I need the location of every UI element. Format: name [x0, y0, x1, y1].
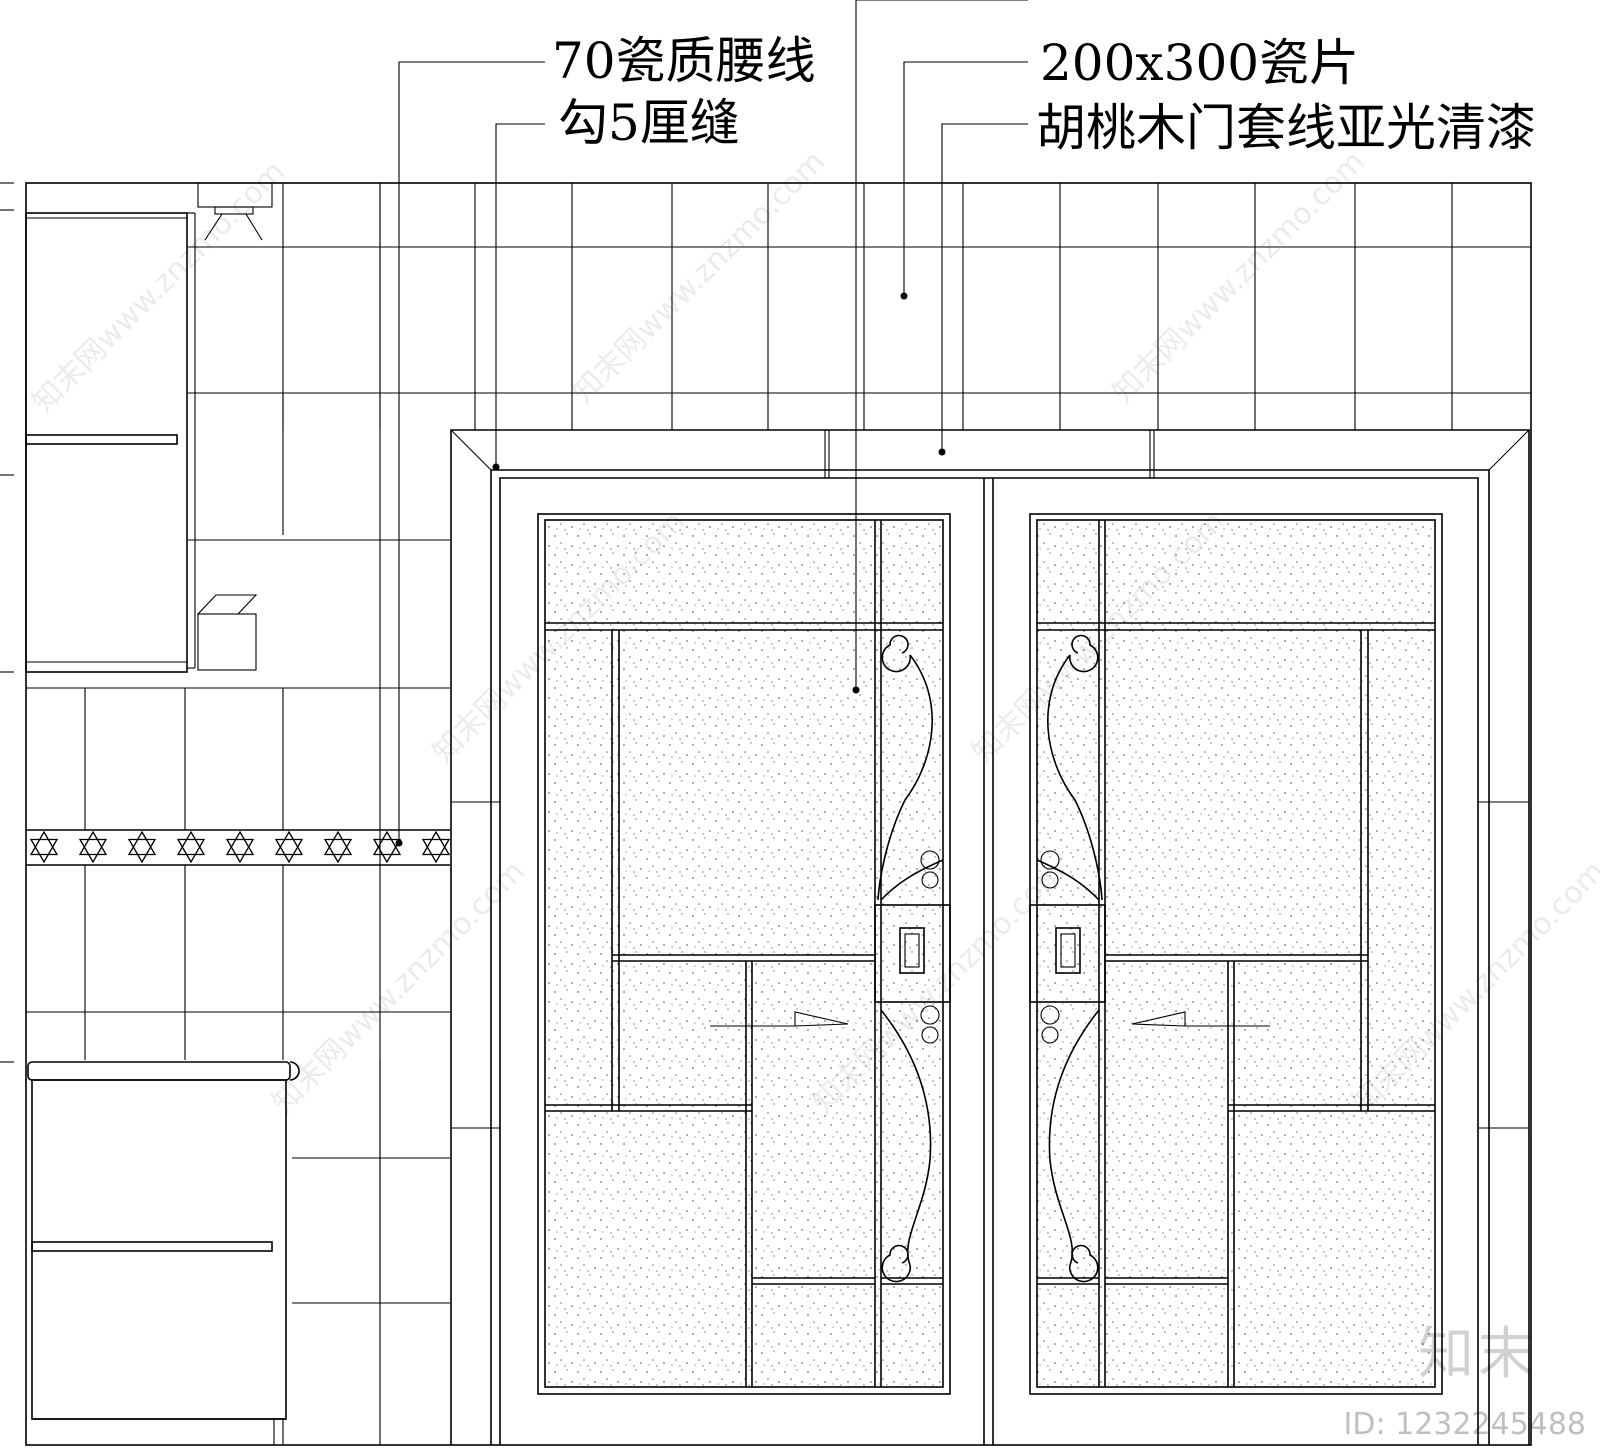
leader-lines	[395, 0, 1028, 847]
callout-door-trim: 胡桃木门套线亚光清漆	[1036, 99, 1536, 157]
watermark-brand: 知末	[1418, 1322, 1538, 1387]
wall-cabinet	[25, 182, 273, 673]
star-motif	[323, 830, 353, 864]
right-door-leaf	[1029, 513, 1443, 1395]
left-door-scrollwork	[877, 634, 944, 1283]
star-motif	[274, 830, 304, 864]
wall-tile-grid	[0, 182, 1532, 1446]
waist-line-band	[26, 829, 451, 866]
star-motif	[78, 830, 108, 864]
base-cabinet	[27, 1061, 300, 1445]
left-door-leaf	[537, 513, 951, 1395]
star-motif	[29, 830, 59, 864]
callout-grout: 勾5厘缝	[558, 94, 740, 152]
star-motif	[176, 830, 206, 864]
callout-tile: 200x300瓷片	[1040, 34, 1360, 92]
star-motif	[225, 830, 255, 864]
door-trim	[450, 429, 1530, 1445]
callout-waist-line: 70瓷质腰线	[552, 32, 816, 90]
right-door-scrollwork	[1036, 634, 1103, 1283]
star-motif	[127, 830, 157, 864]
watermark-id: ID: 1232245488	[1343, 1407, 1586, 1442]
star-motif	[372, 830, 402, 864]
star-motif	[421, 830, 451, 864]
